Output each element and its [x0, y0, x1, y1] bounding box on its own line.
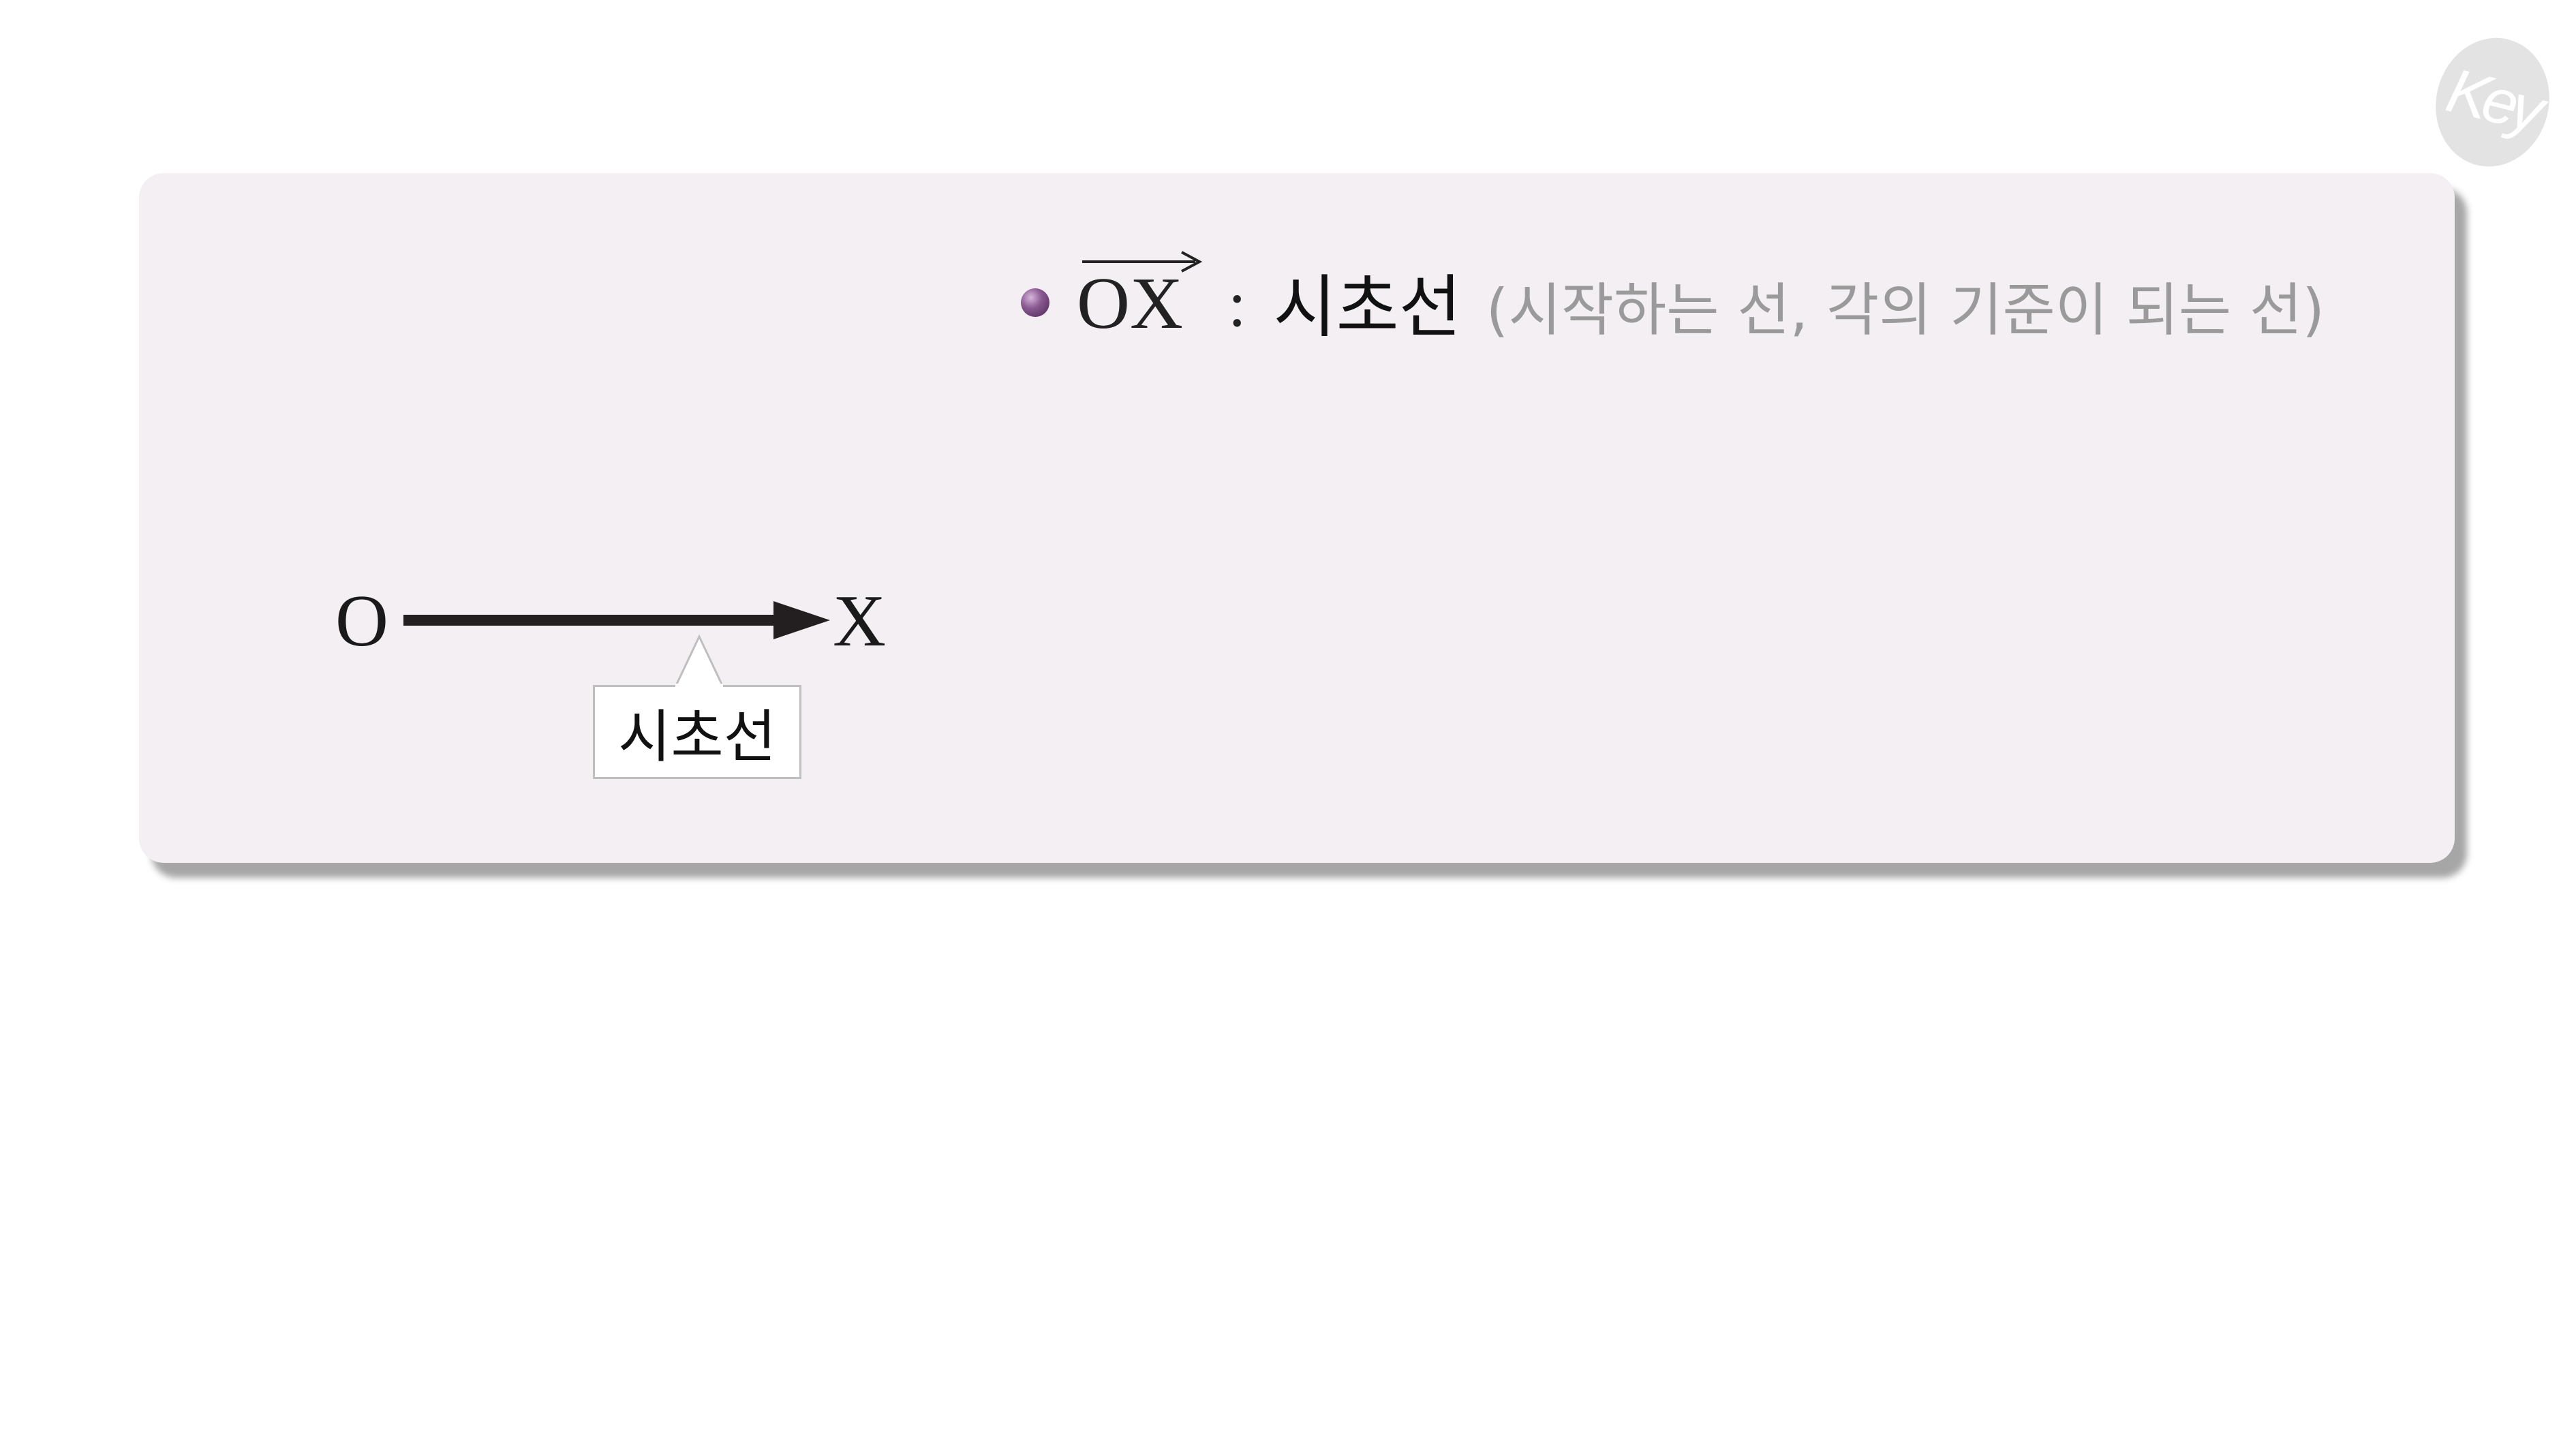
callout-joint [675, 684, 723, 688]
callout-pointer [673, 634, 725, 688]
callout-box: 시초선 [593, 685, 801, 779]
point-x-label: X [833, 581, 886, 662]
term-label: 시초선 [1273, 266, 1462, 347]
vector-label: OX [1077, 263, 1183, 344]
content-panel [139, 173, 2455, 863]
point-o-label: O [335, 581, 388, 662]
colon: : [1228, 266, 1246, 340]
term-description: (시작하는 선, 각의 기준이 되는 선) [1486, 276, 2325, 344]
bullet-icon [1021, 288, 1049, 317]
vector-arrow-icon [1082, 251, 1202, 273]
initial-ray-arrow [403, 601, 830, 639]
key-logo-text: Key [2440, 55, 2546, 145]
vector-ox: OX [1077, 247, 1202, 346]
callout-label: 시초선 [618, 703, 776, 770]
definition-line: OX : 시초선 (시작하는 선, 각의 기준이 되는 선) [1021, 232, 2325, 361]
key-logo: Key [2422, 25, 2563, 179]
